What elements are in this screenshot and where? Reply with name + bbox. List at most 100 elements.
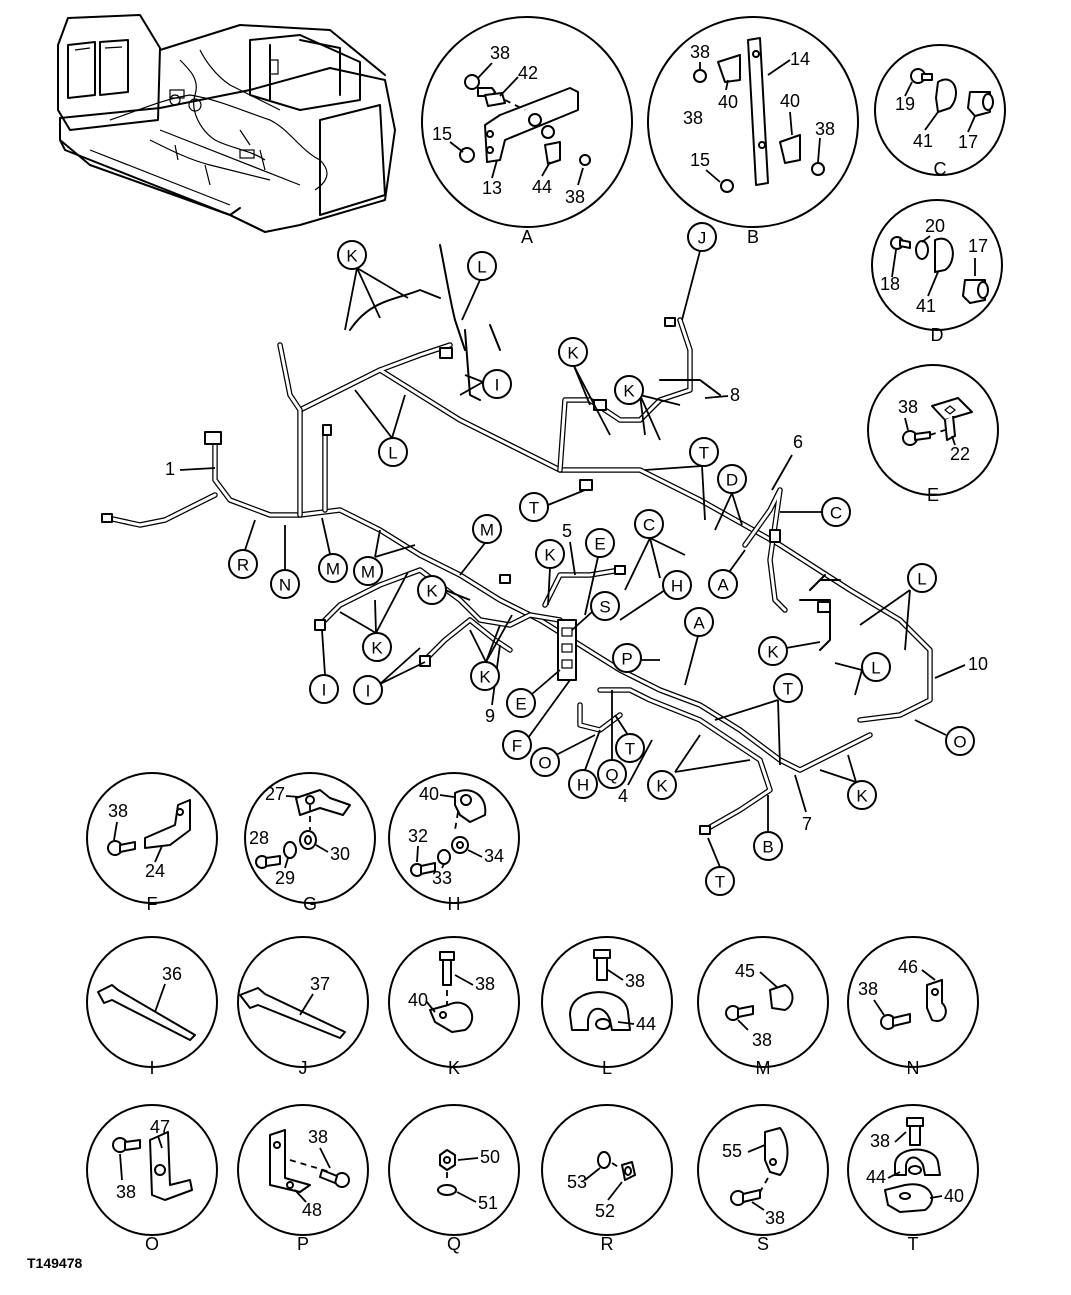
svg-text:17: 17 [968, 236, 988, 256]
svg-text:52: 52 [595, 1201, 615, 1221]
svg-text:38: 38 [898, 397, 918, 417]
svg-text:K: K [479, 668, 491, 687]
svg-text:20: 20 [925, 216, 945, 236]
svg-text:S: S [599, 598, 610, 617]
callout-i: I [309, 629, 339, 704]
callout-i: I [459, 369, 512, 399]
svg-text:38: 38 [490, 43, 510, 63]
callout-i: I [353, 647, 426, 705]
label-harness-6: 6 [793, 432, 803, 452]
svg-text:T: T [625, 740, 635, 759]
callout-a: A [684, 607, 714, 686]
label-harness-8: 8 [730, 385, 740, 405]
svg-text:I: I [495, 376, 500, 395]
callout-t: A [708, 549, 746, 599]
svg-text:38: 38 [858, 979, 878, 999]
svg-text:42: 42 [518, 63, 538, 83]
svg-text:30: 30 [330, 844, 350, 864]
svg-text:O: O [538, 754, 551, 773]
svg-text:I: I [366, 682, 371, 701]
callout-k: K [614, 375, 681, 441]
detail-caption-i: I [149, 1058, 154, 1078]
label-harness-4: 4 [618, 786, 628, 806]
callout-l: L [354, 389, 408, 467]
callout-m: M [318, 517, 348, 583]
detail-view-t: 38 44 40 T [847, 1104, 979, 1254]
svg-text:K: K [544, 546, 556, 565]
detail-caption-d: D [931, 325, 944, 345]
detail-view-p: 38 48 P [237, 1104, 369, 1254]
callout-k: K [469, 614, 513, 691]
svg-text:13: 13 [482, 178, 502, 198]
label-harness-9: 9 [485, 706, 495, 726]
detail-view-e: 38 22 E [867, 364, 999, 505]
detail-caption-t: T [908, 1234, 919, 1254]
svg-text:B: B [762, 838, 773, 857]
svg-text:41: 41 [913, 131, 933, 151]
svg-text:51: 51 [478, 1193, 498, 1213]
svg-text:I: I [322, 681, 327, 700]
detail-view-q: 50 51 Q [388, 1104, 520, 1254]
svg-text:45: 45 [735, 961, 755, 981]
svg-text:47: 47 [150, 1117, 170, 1137]
svg-text:L: L [871, 659, 880, 678]
callout-p: O [530, 734, 596, 777]
callout-k: K [647, 734, 751, 800]
detail-view-o: 47 38 O [86, 1104, 218, 1254]
detail-view-l: 38 44 L [541, 936, 673, 1078]
svg-text:32: 32 [408, 826, 428, 846]
callout-d: D [714, 464, 747, 531]
svg-text:K: K [623, 382, 635, 401]
svg-text:K: K [346, 247, 358, 266]
callout-e: E [506, 669, 561, 718]
callout-t: K [819, 754, 877, 810]
callout-k: K [535, 539, 565, 606]
detail-view-d: 20 17 18 41 D [871, 199, 1003, 345]
detail-caption-o: O [145, 1234, 159, 1254]
svg-text:C: C [830, 504, 842, 523]
detail-caption-c: C [934, 159, 947, 179]
svg-text:M: M [361, 563, 375, 582]
callout-k: B [753, 795, 783, 861]
svg-text:38: 38 [870, 1131, 890, 1151]
svg-text:P: P [621, 650, 632, 669]
detail-caption-j: J [299, 1058, 308, 1078]
svg-text:38: 38 [308, 1127, 328, 1147]
detail-view-j: 37 J [237, 936, 369, 1078]
detail-caption-k: K [448, 1058, 460, 1078]
svg-text:T: T [715, 873, 725, 892]
svg-text:40: 40 [780, 91, 800, 111]
callout-c: C [624, 509, 686, 591]
svg-text:T: T [529, 499, 539, 518]
detail-caption-g: G [303, 894, 317, 914]
detail-caption-n: N [907, 1058, 920, 1078]
callout-n: N [270, 525, 300, 599]
svg-text:K: K [767, 643, 779, 662]
callout-c: C [780, 497, 851, 527]
svg-text:38: 38 [752, 1030, 772, 1050]
detail-caption-r: R [601, 1234, 614, 1254]
svg-text:50: 50 [480, 1147, 500, 1167]
svg-text:K: K [567, 344, 579, 363]
svg-text:K: K [371, 639, 383, 658]
label-harness-1: 1 [165, 459, 175, 479]
svg-text:44: 44 [532, 177, 552, 197]
svg-text:44: 44 [866, 1167, 886, 1187]
svg-text:A: A [717, 576, 729, 595]
svg-text:28: 28 [249, 828, 269, 848]
svg-text:15: 15 [432, 124, 452, 144]
callout-h: H [619, 570, 692, 621]
callout-o: T [705, 837, 735, 896]
svg-text:A: A [693, 614, 705, 633]
svg-text:38: 38 [565, 187, 585, 207]
detail-caption-l: L [602, 1058, 612, 1078]
svg-text:L: L [388, 444, 397, 463]
svg-text:T: T [783, 680, 793, 699]
callout-r: R [228, 519, 258, 579]
svg-text:19: 19 [895, 94, 915, 114]
svg-text:K: K [856, 787, 868, 806]
svg-text:55: 55 [722, 1141, 742, 1161]
detail-caption-e: E [927, 485, 939, 505]
callout-l: L [859, 563, 937, 651]
